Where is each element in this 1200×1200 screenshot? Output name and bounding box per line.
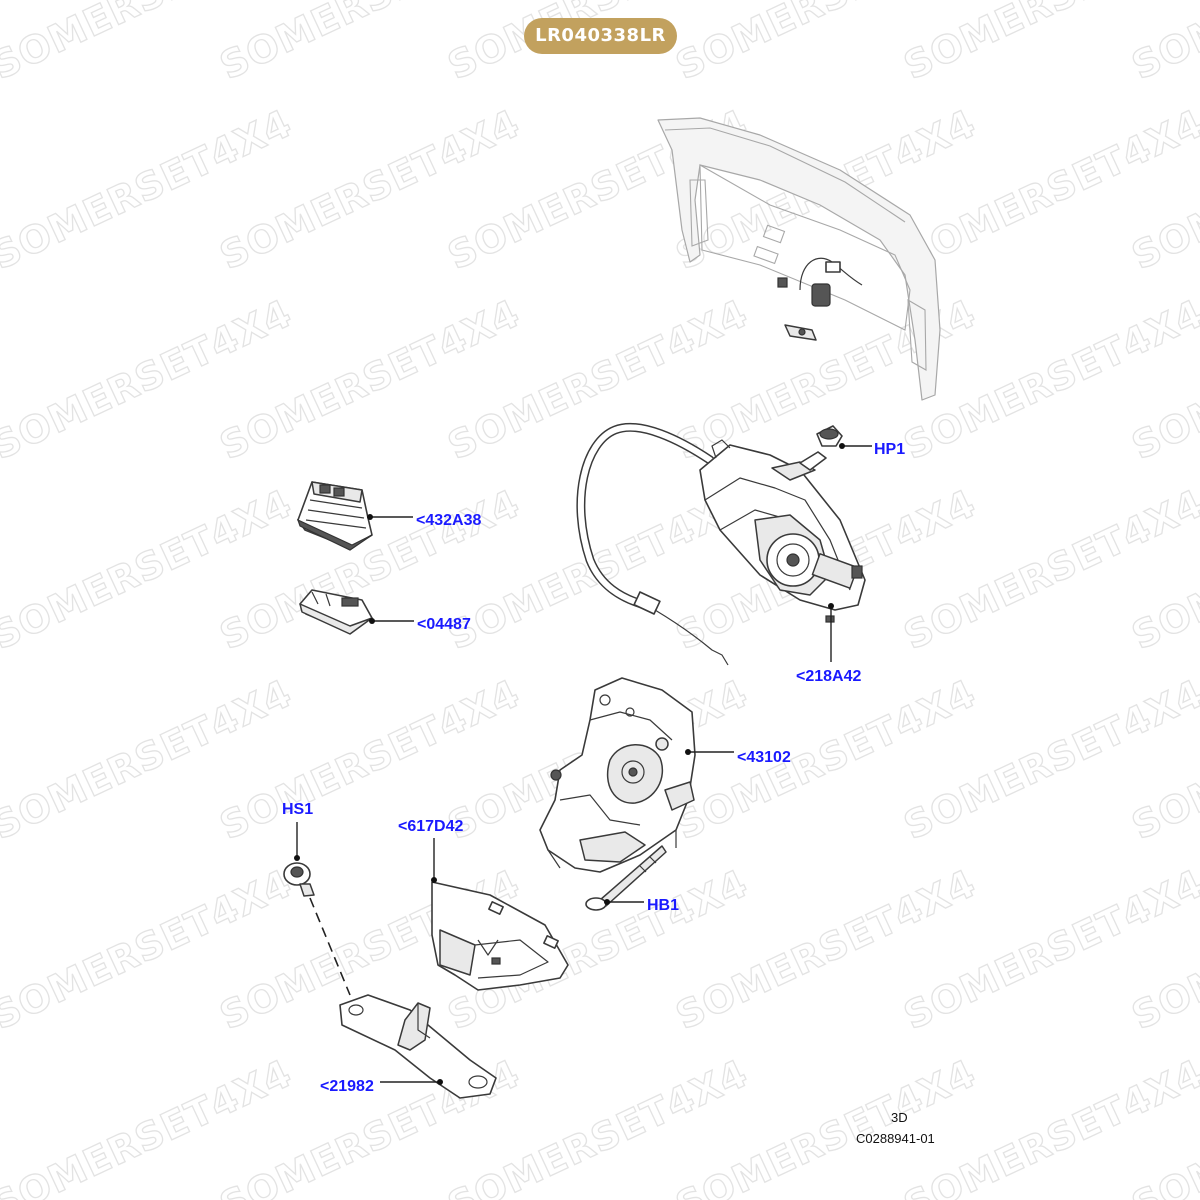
hs1-screw	[283, 862, 315, 897]
watermark-text: SOMERSET4X4	[1125, 0, 1200, 88]
callout-hs1: HS1	[282, 801, 313, 818]
switch-432a38	[296, 481, 373, 551]
striker-cover-617d42	[431, 881, 569, 991]
part-number-badge: LR040338LR	[524, 18, 677, 54]
callout-hb1: HB1	[647, 897, 679, 914]
hp1-fastener	[816, 425, 843, 447]
callout-43102: <43102	[737, 749, 791, 766]
callout-432a38: <432A38	[416, 512, 481, 529]
assembly-line	[309, 897, 351, 996]
view-label: 3D	[891, 1110, 908, 1125]
hb1-bolt	[585, 845, 667, 911]
callout-218a42: <218A42	[796, 668, 861, 685]
drawing-code: C0288941-01	[856, 1131, 935, 1146]
leader-lines	[294, 443, 872, 1085]
striker-plate-21982	[339, 994, 497, 1099]
callout-04487: <04487	[417, 616, 471, 633]
callout-617d42: <617D42	[398, 818, 463, 835]
tailgate-latch-actuator	[576, 422, 866, 666]
callout-21982: <21982	[320, 1078, 374, 1095]
callout-hp1: HP1	[874, 441, 905, 458]
switch-04487	[299, 589, 373, 635]
tailgate-latch-43102	[539, 677, 696, 873]
tailgate-overview	[657, 117, 941, 401]
